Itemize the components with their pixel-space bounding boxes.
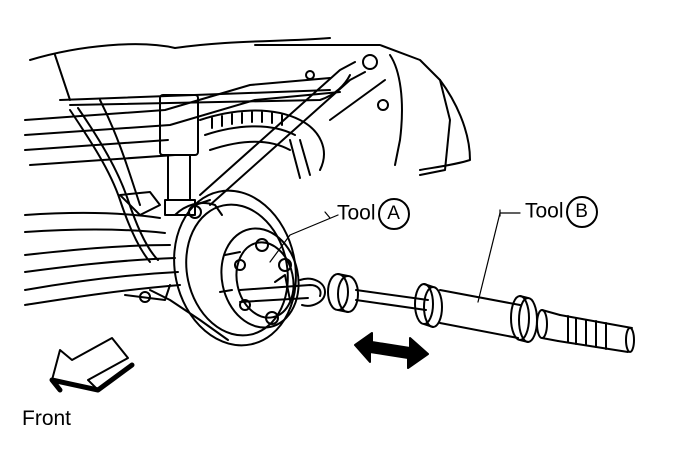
vehicle-body-outline <box>30 38 470 175</box>
tool-a-letter-badge: A <box>377 198 410 230</box>
axle-beam <box>25 192 180 305</box>
tool-b-slide-hammer <box>328 274 634 352</box>
shock-absorber <box>160 95 198 215</box>
spring-pack <box>200 111 324 170</box>
tool-b-letter-badge: B <box>565 196 598 228</box>
axle-hub <box>212 221 307 335</box>
front-arrow-icon <box>52 338 132 390</box>
brake-backing-plate <box>150 179 310 357</box>
front-label: Front <box>22 407 72 430</box>
frame-rails <box>25 78 340 165</box>
tool-a-word: Tool <box>337 201 376 225</box>
upper-link <box>200 55 388 205</box>
tool-b-word: Tool <box>525 199 564 223</box>
tool-a-adapter <box>240 275 325 306</box>
double-headed-arrow <box>355 333 428 368</box>
leader-lines <box>270 210 520 302</box>
brake-lines <box>70 100 158 262</box>
